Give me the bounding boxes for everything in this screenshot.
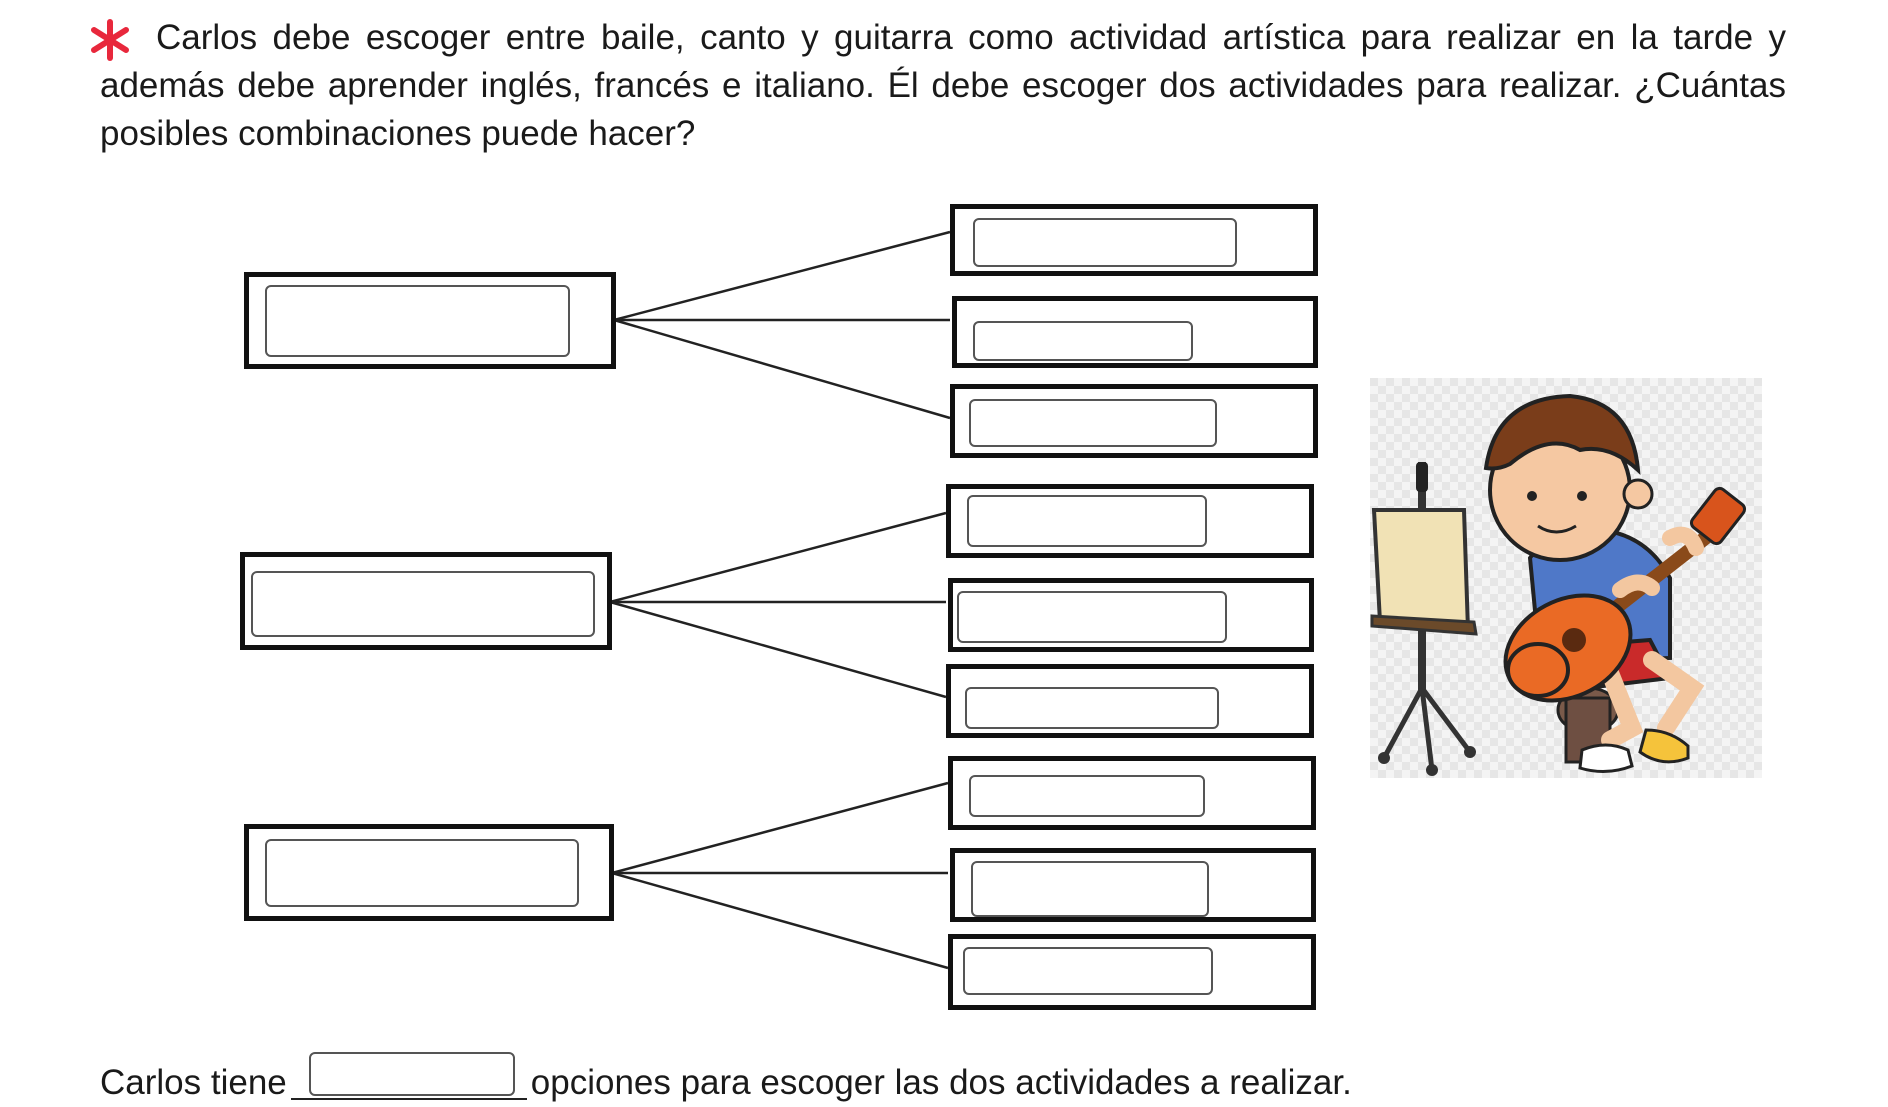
child-input-1-2[interactable]: [975, 323, 1191, 359]
branch-line: [609, 600, 947, 699]
child-field-3-3[interactable]: [963, 947, 1213, 995]
question-statement: Carlos debe escoger entre baile, canto y…: [100, 18, 1786, 153]
child-field-2-2[interactable]: [957, 591, 1227, 643]
child-input-2-3[interactable]: [967, 689, 1217, 727]
branch-line: [611, 871, 949, 970]
child-box-1-2: [952, 296, 1318, 368]
parent-field-3[interactable]: [265, 839, 579, 907]
child-box-2-2: [948, 578, 1314, 652]
parent-input-3[interactable]: [267, 841, 577, 905]
branch-line: [613, 318, 951, 420]
child-box-2-3: [946, 664, 1314, 738]
asterisk-star-icon: [91, 19, 129, 61]
guitar-icon: [1503, 486, 1747, 703]
child-field-2-1[interactable]: [967, 495, 1207, 547]
boy-playing-guitar-illustration: [1370, 378, 1762, 778]
child-box-3-3: [948, 934, 1316, 1010]
child-box-2-1: [946, 484, 1314, 558]
branch-line: [611, 781, 949, 875]
answer-sentence: Carlos tiene opciones para escoger las do…: [100, 1052, 1352, 1107]
child-field-3-1[interactable]: [969, 775, 1205, 817]
child-input-1-1[interactable]: [975, 220, 1235, 265]
music-stand-icon: [1370, 462, 1478, 776]
child-field-1-1[interactable]: [973, 218, 1237, 267]
child-field-1-2[interactable]: [973, 321, 1193, 361]
child-box-1-1: [950, 204, 1318, 276]
child-input-1-3[interactable]: [971, 401, 1215, 445]
branch-line: [613, 230, 951, 322]
child-field-3-2[interactable]: [971, 861, 1209, 917]
parent-field-1[interactable]: [265, 285, 570, 357]
child-field-1-3[interactable]: [969, 399, 1217, 447]
parent-box-3: [244, 824, 614, 921]
child-box-3-2: [950, 848, 1316, 922]
answer-field[interactable]: [308, 1052, 515, 1101]
answer-blank: [290, 1052, 527, 1101]
answer-input[interactable]: [310, 1060, 513, 1101]
child-box-3-1: [948, 756, 1316, 830]
answer-suffix: opciones para escoger las dos actividade…: [530, 1063, 1352, 1102]
question-text: Carlos debe escoger entre baile, canto y…: [100, 14, 1786, 158]
child-input-3-3[interactable]: [965, 949, 1211, 993]
child-box-1-3: [950, 384, 1318, 458]
parent-input-2[interactable]: [253, 573, 593, 635]
child-input-2-1[interactable]: [969, 497, 1205, 545]
child-input-3-2[interactable]: [973, 863, 1207, 915]
child-field-2-3[interactable]: [965, 687, 1219, 729]
answer-prefix: Carlos tiene: [100, 1063, 287, 1102]
parent-field-2[interactable]: [251, 571, 595, 637]
parent-box-1: [244, 272, 616, 369]
parent-box-2: [240, 552, 612, 650]
child-input-3-1[interactable]: [971, 777, 1203, 815]
child-input-2-2[interactable]: [959, 593, 1225, 641]
parent-input-1[interactable]: [267, 287, 568, 355]
branch-line: [609, 511, 947, 604]
